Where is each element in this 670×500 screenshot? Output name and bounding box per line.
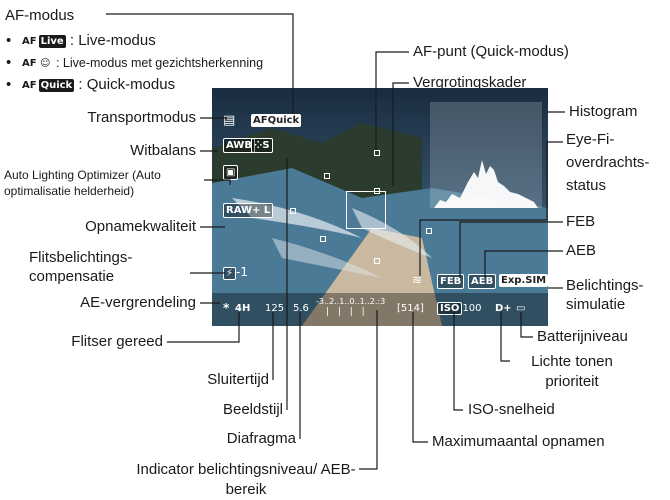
af-point [426, 228, 432, 234]
picture-style-icon: ⁘ [254, 140, 263, 151]
drive-mode-icon: ▤ [223, 113, 236, 128]
label-iso-snelheid: ISO-snelheid [468, 401, 555, 418]
label-beeldstijl: Beeldstijl [222, 401, 283, 418]
eye-fi-icon: ≋ [412, 273, 423, 287]
label-vergrotingskader: Vergrotingskader [413, 74, 527, 91]
magnification-frame [346, 191, 386, 229]
af-point [374, 258, 380, 264]
aperture-value: 5.6 [293, 303, 309, 314]
af-point [324, 173, 330, 179]
label-feb: FEB [566, 213, 596, 230]
label-indicator-belichtingsniveau: Indicator belichtingsniveau/ AEB-bereik [136, 461, 356, 498]
label-lichte-tonen: Lichte tonen prioriteit [531, 353, 613, 390]
flash-comp-icon: ⚡ [223, 267, 237, 280]
alo-icon: ▣ [223, 165, 239, 180]
af-live-icon: AF [22, 35, 37, 47]
label-histogram: Histogram [569, 103, 638, 120]
ae-lock-indicator: * [223, 301, 230, 315]
histogram-panel [430, 102, 542, 208]
label-witbalans: Witbalans [130, 142, 196, 159]
aeb-indicator: AEB [468, 274, 497, 289]
label-flitsbelichtingscompensatie: Flitsbelichtings-compensatie [29, 249, 133, 285]
max-shots-value: [514] [397, 303, 424, 314]
flash-comp-indicator: ⚡-1 [223, 266, 248, 280]
af-mode-item-face: •AF ☺ : Live-modus met gezichtsherkennin… [6, 54, 264, 71]
label-aeb: AEB [566, 242, 597, 259]
exposure-sim-indicator: Exp.SIM [499, 274, 548, 287]
label-opnamekwaliteit: Opnamekwaliteit [85, 218, 196, 235]
exposure-level-scale: -3..2..1..0..1..2.:3 [316, 297, 386, 306]
label-transportmodus: Transportmodus [87, 109, 196, 126]
image-quality-indicator: RAW+ L [223, 203, 274, 218]
label-maximumaantal: Maximumaantal opnamen [432, 433, 605, 450]
label-alo: Auto Lighting Optimizer (Auto optimalisa… [4, 168, 161, 198]
label-eye-fi: Eye-Fi-overdrachts-status [566, 131, 650, 194]
label-af-punt: AF-punt (Quick-modus) [413, 43, 569, 60]
label-sluitertijd: Sluitertijd [207, 371, 269, 388]
af-point [320, 236, 326, 242]
label-belichtingssimulatie: Belichtings-simulatie [566, 277, 644, 313]
label-ae-vergrendeling: AE-vergrendeling [80, 294, 196, 311]
label-diafragma: Diafragma [226, 430, 296, 447]
flash-ready-indicator: 4H [235, 303, 251, 314]
battery-icon: ▭ [516, 303, 526, 314]
feb-indicator: FEB [437, 274, 465, 289]
picture-style-indicator: ⁘S [251, 138, 273, 153]
af-quick-icon: AF [22, 79, 37, 91]
shutter-speed-value: 125 [265, 303, 285, 314]
af-mode-heading: AF-modus [5, 7, 75, 24]
af-face-icon: AF ☺ [22, 58, 51, 70]
af-point [374, 188, 380, 194]
af-quick-indicator: AFQuick [251, 114, 302, 127]
label-flitser-gereed: Flitser gereed [71, 333, 163, 350]
white-balance-indicator: AWB [223, 138, 255, 153]
histogram-graph [434, 160, 538, 208]
label-batterijniveau: Batterijniveau [537, 328, 628, 345]
af-point [374, 150, 380, 156]
af-point [290, 208, 296, 214]
highlight-tone-priority-indicator: D+ [495, 303, 512, 314]
exposure-level-marks: | | | | [326, 307, 368, 317]
camera-lcd-screen: ▤ AFQuick AWB ⁘S ▣ RAW+ L ⚡-1 ≋ FEB AEB … [212, 88, 548, 326]
